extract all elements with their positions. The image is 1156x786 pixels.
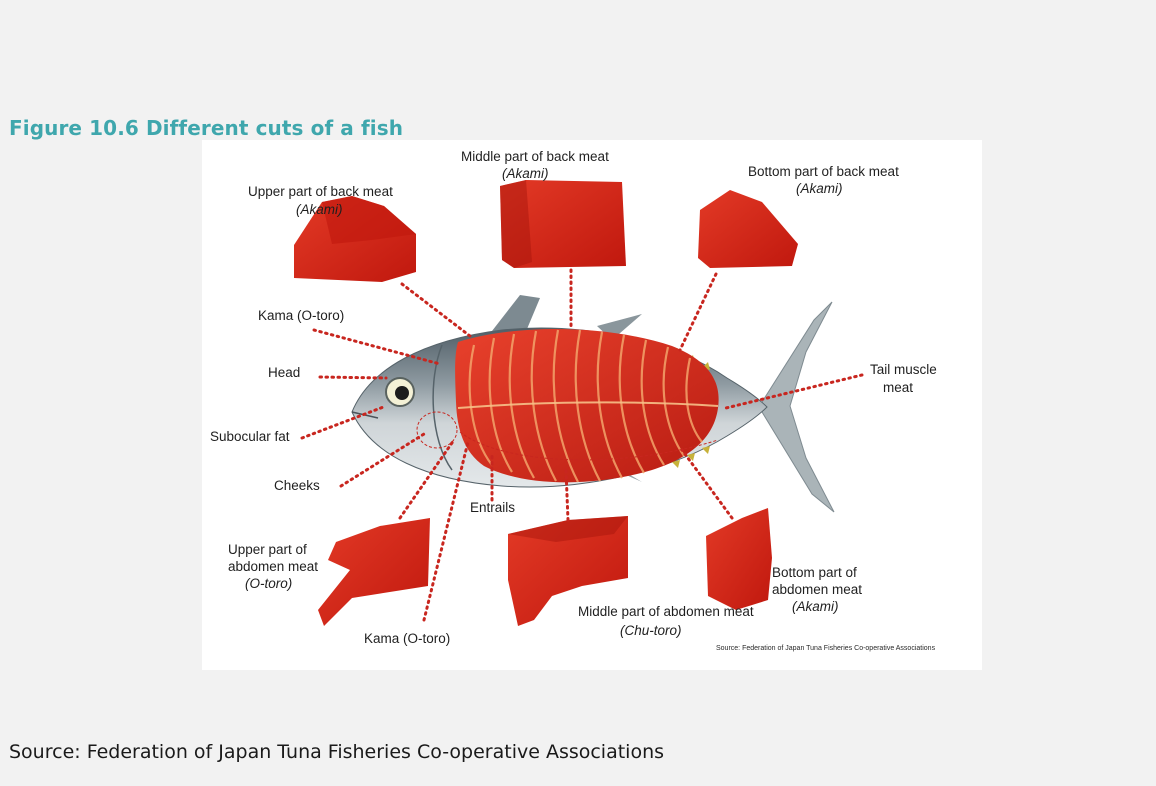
label-bottom-abdomen-2: abdomen meat — [772, 582, 862, 597]
source-caption: Source: Federation of Japan Tuna Fisheri… — [9, 741, 664, 763]
inset-source-note: Source: Federation of Japan Tuna Fisheri… — [716, 645, 936, 652]
label-subocular-fat: Subocular fat — [210, 429, 290, 444]
cut-bottom-back — [698, 190, 798, 268]
fish-diagram-svg: Upper part of back meat (Akami) Middle p… — [202, 140, 982, 670]
tail-fin — [762, 302, 834, 512]
label-middle-back: Middle part of back meat — [461, 149, 609, 164]
label-kama-top: Kama (O-toro) — [258, 308, 344, 323]
label-bottom-abdomen-1: Bottom part of — [772, 565, 857, 580]
label-kama-bottom: Kama (O-toro) — [364, 631, 450, 646]
label-tail-meat: meat — [883, 380, 913, 395]
label-cheeks: Cheeks — [274, 478, 320, 493]
label-tail-muscle: Tail muscle — [870, 362, 937, 377]
label-upper-back: Upper part of back meat — [248, 184, 393, 199]
label-head: Head — [268, 365, 300, 380]
label-middle-abdomen-sub: (Chu-toro) — [620, 623, 682, 638]
label-bottom-back-sub: (Akami) — [796, 181, 843, 196]
figure-title: Figure 10.6 Different cuts of a fish — [9, 116, 403, 140]
label-entrails: Entrails — [470, 500, 515, 515]
label-bottom-abdomen-3: (Akami) — [792, 599, 839, 614]
label-upper-abdomen-1: Upper part of — [228, 542, 307, 557]
label-upper-abdomen-2: abdomen meat — [228, 559, 318, 574]
label-upper-abdomen-3: (O-toro) — [245, 576, 292, 591]
cut-bottom-abdomen — [706, 508, 772, 610]
label-middle-abdomen: Middle part of abdomen meat — [578, 604, 754, 619]
label-bottom-back: Bottom part of back meat — [748, 164, 899, 179]
fish-pupil — [395, 386, 409, 400]
fish-cuts-diagram: Upper part of back meat (Akami) Middle p… — [202, 140, 982, 670]
cut-upper-abdomen — [318, 518, 430, 626]
label-middle-back-sub: (Akami) — [502, 166, 549, 181]
tuna-fish — [352, 295, 834, 512]
cut-middle-back — [500, 180, 626, 268]
dorsal-fin — [492, 295, 540, 331]
label-upper-back-sub: (Akami) — [296, 202, 343, 217]
